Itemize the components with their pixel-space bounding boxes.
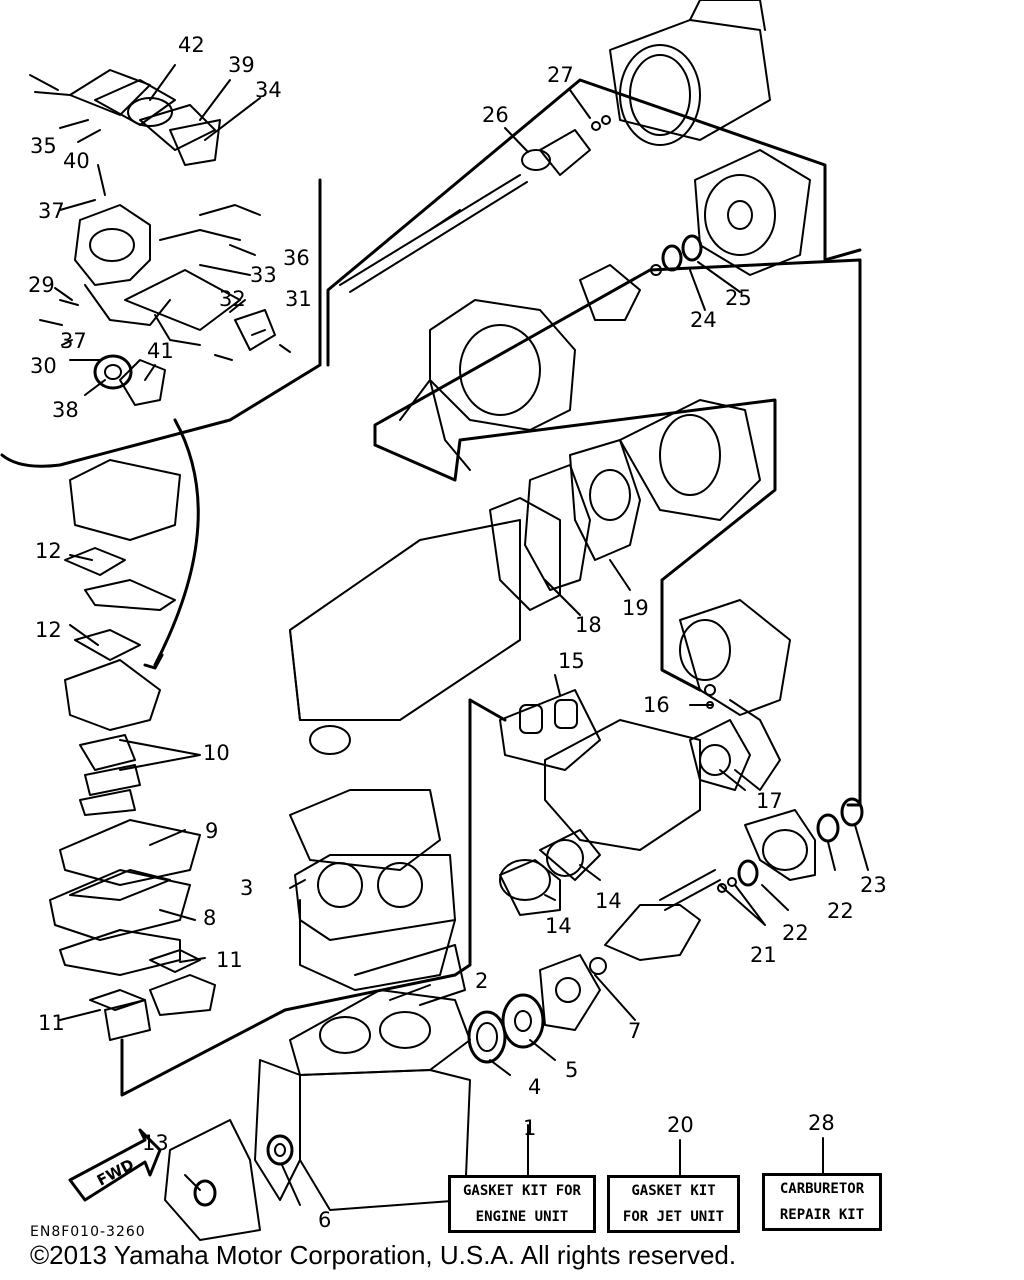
jet-inner-border: [373, 398, 777, 692]
part-label-17: 17: [756, 789, 783, 813]
drawing-code: EN8F010-3260: [30, 1224, 146, 1240]
part-label-31: 31: [285, 287, 312, 311]
part-label-7: 7: [628, 1019, 641, 1043]
part-label-37b: 37: [60, 329, 87, 353]
part-labels: 42 39 34 35 40 37 36 33 29 32 31 37 41 3…: [28, 33, 887, 1232]
part-label-16: 16: [643, 693, 670, 717]
part-label-28: 28: [808, 1111, 835, 1135]
part-label-21: 21: [750, 943, 777, 967]
leader-lines: [54, 64, 869, 1206]
carburetor-group-border: [0, 178, 322, 468]
part-label-12a: 12: [35, 539, 62, 563]
gasket-kit-engine-line1: GASKET KIT FOR: [462, 1183, 581, 1199]
part-label-25: 25: [725, 286, 752, 310]
part-label-20: 20: [667, 1113, 694, 1137]
part-label-15: 15: [558, 649, 585, 673]
part-label-9: 9: [205, 819, 218, 843]
part-label-19: 19: [622, 596, 649, 620]
part-label-32: 32: [219, 287, 246, 311]
part-label-42: 42: [178, 33, 205, 57]
part-label-40: 40: [63, 149, 90, 173]
part-label-36: 36: [283, 246, 310, 270]
jet-pump-assembly: [339, 0, 811, 471]
part-label-13: 13: [142, 1131, 169, 1155]
engine-assembly: [49, 459, 471, 1241]
part-label-22a: 22: [782, 921, 809, 945]
carburetor-to-engine-arrow: [153, 418, 200, 667]
exhaust-assembly: [289, 399, 791, 851]
gasket-kit-jet-box: GASKET KIT FOR JET UNIT: [607, 1175, 740, 1233]
pump-parts: [193, 797, 864, 1207]
gasket-kit-jet-line1: GASKET KIT: [631, 1183, 716, 1199]
part-label-14a: 14: [545, 914, 572, 938]
part-label-6: 6: [318, 1208, 331, 1232]
part-label-41: 41: [147, 339, 174, 363]
part-label-18: 18: [575, 613, 602, 637]
jet-group-border-top: [326, 78, 862, 367]
gasket-kit-engine-box: GASKET KIT FOR ENGINE UNIT: [448, 1175, 596, 1233]
carburetor-kit-line2: REPAIR KIT: [779, 1207, 865, 1223]
part-label-4: 4: [528, 1075, 541, 1099]
part-label-30: 30: [30, 354, 57, 378]
part-label-11a: 11: [216, 948, 243, 972]
part-label-12b: 12: [35, 618, 62, 642]
gasket-kit-engine-line2: ENGINE UNIT: [475, 1209, 569, 1225]
part-label-27: 27: [547, 63, 574, 87]
part-label-34: 34: [255, 78, 282, 102]
gasket-kit-jet-line2: FOR JET UNIT: [622, 1209, 725, 1225]
jet-group-border-middle: [373, 258, 862, 807]
part-label-22b: 22: [827, 899, 854, 923]
part-label-39: 39: [228, 53, 255, 77]
part-label-38: 38: [52, 398, 79, 422]
part-label-37a: 37: [38, 199, 65, 223]
carburetor-kit-line1: CARBURETOR: [779, 1181, 865, 1197]
part-label-10: 10: [203, 741, 230, 765]
part-label-26: 26: [482, 103, 509, 127]
copyright-footer: ©2013 Yamaha Motor Corporation, U.S.A. A…: [30, 1240, 737, 1270]
part-label-1: 1: [523, 1116, 536, 1140]
part-label-11b: 11: [38, 1011, 65, 1035]
part-label-23: 23: [860, 873, 887, 897]
exhaust-bracket: [453, 698, 472, 977]
carburetor-assembly: [29, 69, 291, 406]
part-label-24: 24: [690, 308, 717, 332]
carburetor-kit-box: CARBURETOR REPAIR KIT: [762, 1173, 882, 1231]
engine-gasket-bracket: [120, 973, 457, 1097]
part-label-8: 8: [203, 906, 216, 930]
fwd-label: FWD: [94, 1155, 137, 1189]
part-label-35: 35: [30, 134, 57, 158]
part-label-3: 3: [240, 876, 253, 900]
part-label-14b: 14: [595, 889, 622, 913]
part-label-33: 33: [250, 263, 277, 287]
part-label-29: 29: [28, 273, 55, 297]
part-label-2: 2: [475, 969, 488, 993]
part-label-5: 5: [565, 1058, 578, 1082]
